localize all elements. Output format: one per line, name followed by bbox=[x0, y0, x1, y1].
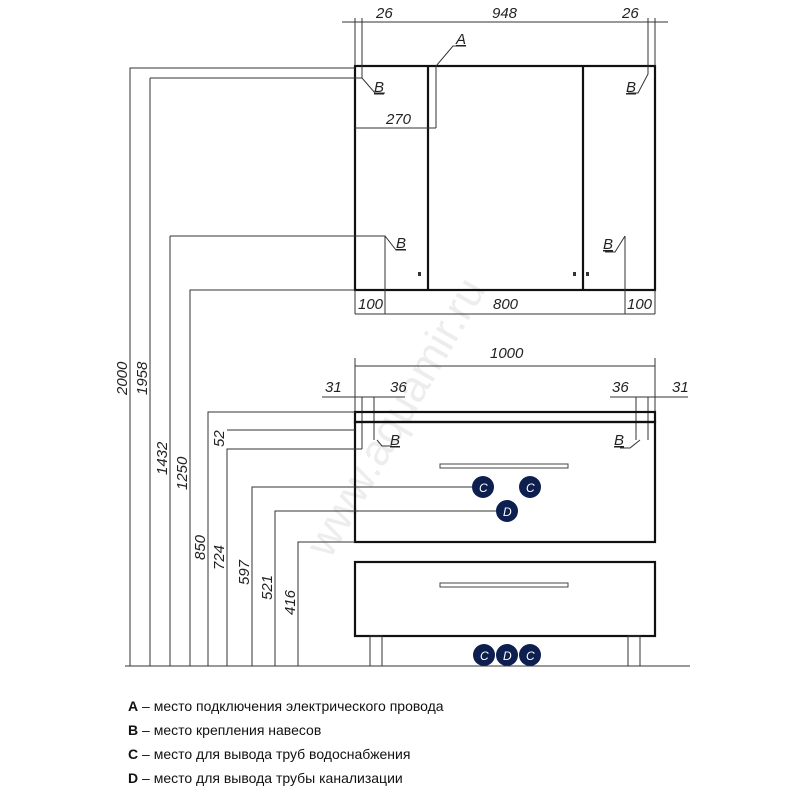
dim-100-right: 100 bbox=[627, 296, 653, 313]
marker-d: D bbox=[503, 649, 512, 663]
marker-c: C bbox=[479, 481, 488, 495]
legend-item-b: B – место крепления навесов bbox=[128, 722, 322, 738]
height-1432: 1432 bbox=[154, 441, 171, 475]
dim-270: 270 bbox=[385, 111, 412, 128]
dim-100-left: 100 bbox=[358, 296, 384, 313]
mirror-cabinet: 26 948 26 A 270 B B B B 100 800 100 bbox=[150, 5, 668, 315]
marker-b: B bbox=[614, 432, 624, 449]
dim-36-right: 36 bbox=[612, 379, 629, 396]
height-2000: 2000 bbox=[114, 361, 131, 396]
height-dimensions: 2000 1958 1432 1250 850 52 724 597 521 4… bbox=[114, 67, 690, 667]
marker-d: D bbox=[503, 505, 512, 519]
height-52: 52 bbox=[211, 430, 228, 447]
dim-31-right: 31 bbox=[672, 379, 689, 396]
dimension-diagram: www.aquamir.ru 26 948 26 A 270 B B B B bbox=[114, 5, 690, 667]
legend-item-a: A – место подключения электрического про… bbox=[128, 698, 444, 714]
marker-b: B bbox=[374, 79, 384, 96]
dim-26-right: 26 bbox=[621, 5, 639, 22]
height-724: 724 bbox=[211, 545, 228, 570]
marker-b: B bbox=[390, 432, 400, 449]
legend: A – место подключения электрического про… bbox=[128, 694, 444, 790]
marker-c: C bbox=[480, 649, 489, 663]
marker-c: C bbox=[526, 481, 535, 495]
vanity-unit: 1000 31 36 36 31 B B C C D C D C bbox=[322, 345, 689, 667]
marker-b: B bbox=[626, 79, 636, 96]
dim-26-left: 26 bbox=[375, 5, 393, 22]
marker-a: A bbox=[455, 31, 466, 48]
legend-item-d: D – место для вывода трубы канализации bbox=[128, 770, 403, 786]
marker-b: B bbox=[396, 235, 406, 252]
legend-item-c: C – место для вывода труб водоснабжения bbox=[128, 746, 411, 762]
height-850: 850 bbox=[192, 534, 209, 560]
dim-948: 948 bbox=[492, 5, 518, 22]
height-1250: 1250 bbox=[174, 456, 191, 490]
height-521: 521 bbox=[259, 575, 276, 600]
height-1958: 1958 bbox=[134, 361, 151, 395]
dim-800: 800 bbox=[493, 296, 519, 313]
marker-b: B bbox=[603, 236, 613, 253]
dim-31-left: 31 bbox=[325, 379, 342, 396]
dim-1000: 1000 bbox=[490, 345, 524, 362]
dim-36-left: 36 bbox=[390, 379, 407, 396]
marker-c: C bbox=[526, 649, 535, 663]
height-597: 597 bbox=[236, 559, 253, 585]
height-416: 416 bbox=[282, 589, 299, 615]
